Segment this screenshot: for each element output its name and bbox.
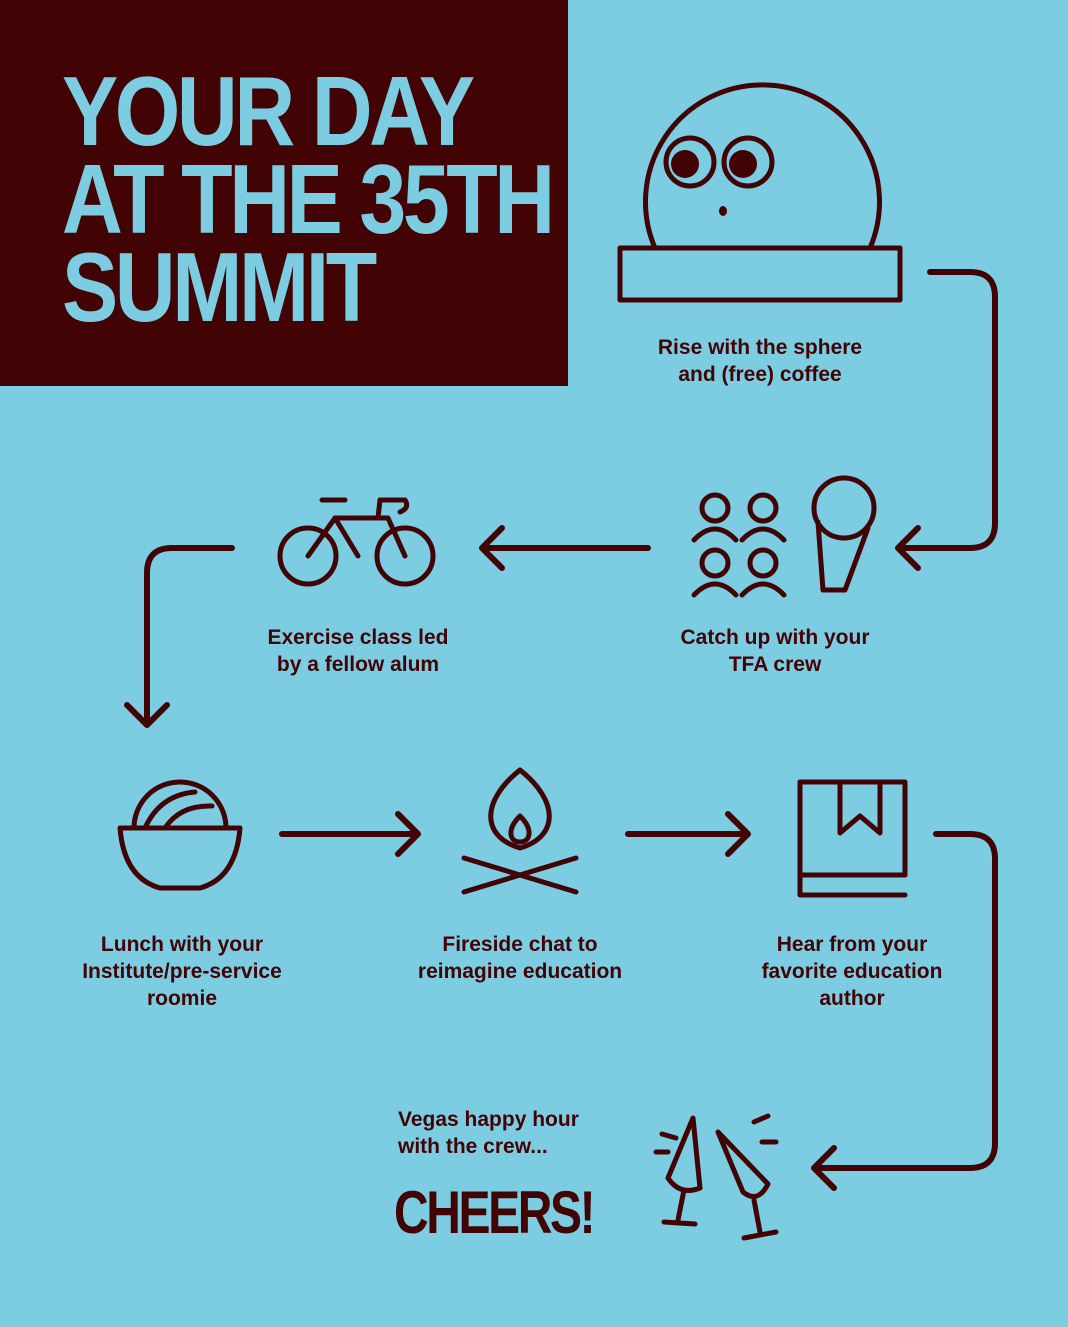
connector-fire-to-book	[625, 811, 751, 857]
title-line-3: SUMMIT	[62, 232, 377, 342]
caption-crew: Catch up with your TFA crew	[625, 624, 925, 678]
title-line-1: YOUR DAY	[62, 56, 475, 166]
connector-bike-to-bowl	[124, 545, 235, 728]
caption-bowl-line-1: Lunch with your	[100, 933, 264, 956]
caption-book-line-3: author	[819, 987, 885, 1010]
caption-book-line-1: Hear from your	[776, 933, 928, 956]
caption-bicycle-line-2: by a fellow alum	[276, 653, 440, 676]
connector-sphere-to-crew	[895, 269, 998, 571]
cheers-heading: CHEERS!	[394, 1179, 596, 1246]
caption-campfire-line-2: reimagine education	[417, 960, 623, 983]
caption-sphere: Rise with the sphere and (free) coffee	[610, 334, 910, 388]
caption-book: Hear from your favorite education author	[702, 931, 1002, 1012]
title-line-2: AT THE 35TH	[62, 144, 555, 254]
crew-microphone-icon	[691, 475, 877, 598]
caption-sphere-line-2: and (free) coffee	[678, 363, 842, 386]
caption-happy-hour-line-2: with the crew...	[398, 1135, 548, 1158]
caption-bicycle: Exercise class led by a fellow alum	[208, 624, 508, 678]
caption-book-line-2: favorite education	[761, 960, 943, 983]
connector-crew-to-bike	[479, 525, 651, 571]
campfire-icon	[461, 767, 579, 895]
caption-campfire: Fireside chat to reimagine education	[370, 931, 670, 985]
caption-happy-hour-line-1: Vegas happy hour	[398, 1108, 579, 1131]
sphere-icon	[617, 82, 903, 303]
caption-bowl-line-3: roomie	[146, 987, 217, 1010]
champagne-toast-icon	[653, 1113, 779, 1241]
caption-crew-line-1: Catch up with your	[680, 626, 870, 649]
bicycle-icon	[277, 497, 436, 587]
caption-crew-line-2: TFA crew	[728, 653, 822, 676]
caption-campfire-line-1: Fireside chat to	[442, 933, 598, 956]
title-block: YOUR DAY AT THE 35TH SUMMIT	[0, 0, 568, 386]
caption-bicycle-line-1: Exercise class led	[267, 626, 449, 649]
caption-bowl: Lunch with your Institute/pre-service ro…	[32, 931, 332, 1012]
caption-sphere-line-1: Rise with the sphere	[657, 336, 863, 359]
connector-bowl-to-fire	[279, 811, 421, 857]
bowl-icon	[117, 779, 243, 891]
caption-bowl-line-2: Institute/pre-service	[82, 960, 282, 983]
caption-happy-hour: Vegas happy hour with the crew...	[398, 1106, 658, 1160]
book-icon	[797, 779, 908, 898]
connector-book-to-cheers	[811, 831, 998, 1191]
